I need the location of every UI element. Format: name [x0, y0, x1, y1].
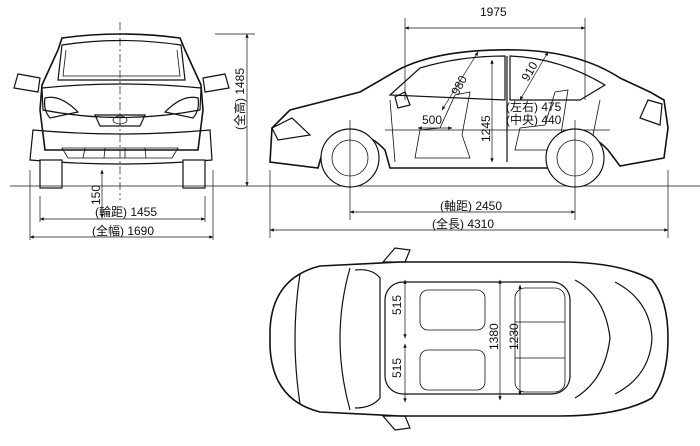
front-headroom-label: 980: [448, 73, 470, 98]
ground-clearance-label: 150: [89, 185, 103, 205]
front-view: [13, 22, 230, 200]
top-dims: 515 515 1380 1230: [390, 279, 522, 403]
rear-knee-side-label: (左右) 475: [506, 99, 562, 114]
front-seat-depth-label: 500: [422, 113, 442, 127]
rear-shoulder-width-label: 1230: [507, 323, 521, 350]
wheelbase-label: (軸距) 2450: [440, 199, 502, 213]
front-track-label: (輪距) 1455: [95, 204, 157, 219]
side-dims: 1975 980 910 500 1245 (左右) 475 (中央) 440 …: [269, 5, 669, 238]
rear-knee-center-label: (中央) 440: [506, 112, 562, 127]
front-seat-width-upper-label: 515: [390, 295, 404, 315]
front-dims: (輪距) 1455 (全幅) 1690 150 (全高) 1485: [10, 33, 700, 240]
seat-height-label: 1245: [479, 115, 493, 142]
rear-headroom-label: 910: [518, 59, 540, 84]
front-shoulder-width-label: 1380: [487, 323, 501, 350]
overall-height-label: (全高) 1485: [232, 68, 247, 130]
top-view: [269, 247, 669, 431]
side-view: [269, 49, 669, 220]
overall-width-label: (全幅) 1690: [92, 223, 154, 238]
overall-length-label: (全長) 4310: [432, 216, 494, 231]
front-seat-width-lower-label: 515: [390, 358, 404, 378]
interior-length-label: 1975: [480, 5, 507, 19]
